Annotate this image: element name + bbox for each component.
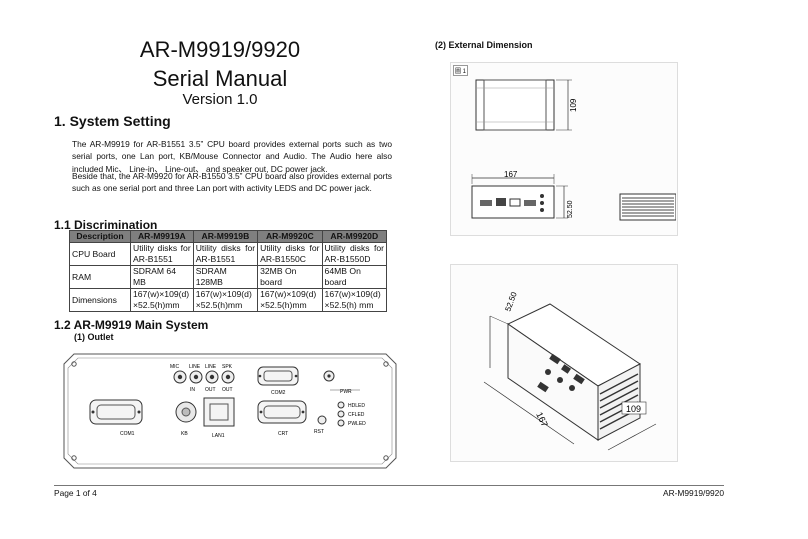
- label-cfled: CFLED: [348, 412, 365, 418]
- discrimination-table: Description AR-M9919A AR-M9919B AR-M9920…: [69, 230, 388, 312]
- table-header-cell: AR-M9920D: [321, 230, 388, 243]
- table-cell: SDRAM 128MB: [192, 265, 259, 289]
- pwled-indicator: [337, 419, 345, 427]
- table-header-row: Description AR-M9919A AR-M9919B AR-M9920…: [69, 230, 388, 243]
- top-view: [475, 79, 555, 131]
- label-mic: MIC: [170, 364, 180, 370]
- table-cell: 32MB On board: [257, 265, 323, 289]
- footer-document-id: AR-M9919/9920: [663, 488, 724, 498]
- label-hdled: HDLED: [348, 403, 365, 409]
- document-title: AR-M9919/9920: [139, 37, 301, 62]
- reset-button: [317, 415, 327, 425]
- document-subtitle: Serial Manual: [152, 66, 288, 91]
- paragraph-ar-m9920: Beside that, the AR-M9920 for AR-B1550 3…: [72, 171, 392, 194]
- table-cell: 167(w)×109(d)×52.5(h)mm: [257, 288, 323, 312]
- table-cell: 64MB On board: [321, 265, 388, 289]
- label-lan: LAN1: [212, 433, 225, 439]
- table-header-cell: AR-M9919B: [192, 230, 259, 243]
- table-row-label: RAM: [69, 265, 131, 289]
- table-row: Dimensions 167(w)×109(d)×52.5(h)mm 167(w…: [69, 288, 388, 312]
- label-line-out: LINE: [205, 364, 217, 370]
- label-line-in: LINE: [189, 364, 201, 370]
- hdled-indicator: [337, 401, 345, 409]
- dim-width: 167: [504, 170, 518, 179]
- label-com1: COM1: [120, 431, 135, 437]
- table-cell: 167(w)×109(d)×52.5(h)mm: [192, 288, 259, 312]
- table-cell: 167(w)×109(d)×52.5(h)mm: [130, 288, 194, 312]
- table-row-label: Dimensions: [69, 288, 131, 312]
- label-rst: RST: [314, 429, 324, 435]
- section-heading-discrimination: 1.1 Discrimination: [54, 218, 158, 232]
- cfled-indicator: [337, 410, 345, 418]
- iso-dim-height: 52.50: [503, 290, 518, 312]
- section-heading-main-system: 1.2 AR-M9919 Main System: [54, 318, 209, 332]
- label-out-1: OUT: [205, 387, 216, 393]
- label-in: IN: [190, 387, 195, 393]
- footer-page-number: Page 1 of 4: [54, 488, 97, 498]
- section-heading-system-setting: 1. System Setting: [54, 113, 171, 129]
- label-crt: CRT: [278, 431, 288, 437]
- figure-tag: 圖 1: [453, 65, 469, 76]
- table-cell: 167(w)×109(d)×52.5(h) mm: [321, 288, 388, 312]
- dim-depth: 109: [569, 98, 578, 112]
- label-kb: KB: [181, 431, 188, 437]
- dim-height: 52.50: [567, 200, 574, 218]
- table-row-label: CPU Board: [69, 242, 131, 266]
- label-pwr: PWR: [340, 389, 352, 395]
- subsection-heading-external-dimension: (2) External Dimension: [435, 40, 533, 50]
- subsection-heading-outlet: (1) Outlet: [74, 332, 114, 342]
- com1-connector: [89, 399, 143, 425]
- iso-dim-depth: 109: [626, 404, 641, 414]
- table-header-cell: AR-M9920C: [257, 230, 323, 243]
- isometric-drawing: 52.50 167 109: [483, 290, 657, 451]
- table-row: RAM SDRAM 64 MB SDRAM 128MB 32MB On boar…: [69, 265, 388, 289]
- label-com2: COM2: [271, 390, 286, 396]
- paragraph-system-setting: The AR-M9919 for AR-B1551 3.5” CPU board…: [72, 139, 392, 174]
- footer-rule: [54, 485, 724, 486]
- label-out-2: OUT: [222, 387, 233, 393]
- front-panel-drawing: MIC LINE LINE SPK IN OUT OUT COM2 PWR CO…: [63, 353, 397, 469]
- crt-connector: [257, 400, 307, 424]
- table-cell: SDRAM 64 MB: [130, 265, 194, 289]
- document-version: Version 1.0: [182, 91, 258, 108]
- label-spk: SPK: [222, 364, 233, 370]
- table-header-cell: AR-M9919A: [130, 230, 194, 243]
- table-header-cell: Description: [69, 230, 131, 243]
- lan-connector: [203, 397, 235, 427]
- label-pwled: PWLED: [348, 421, 366, 427]
- orthographic-drawing: 109 167 52.50: [471, 79, 676, 221]
